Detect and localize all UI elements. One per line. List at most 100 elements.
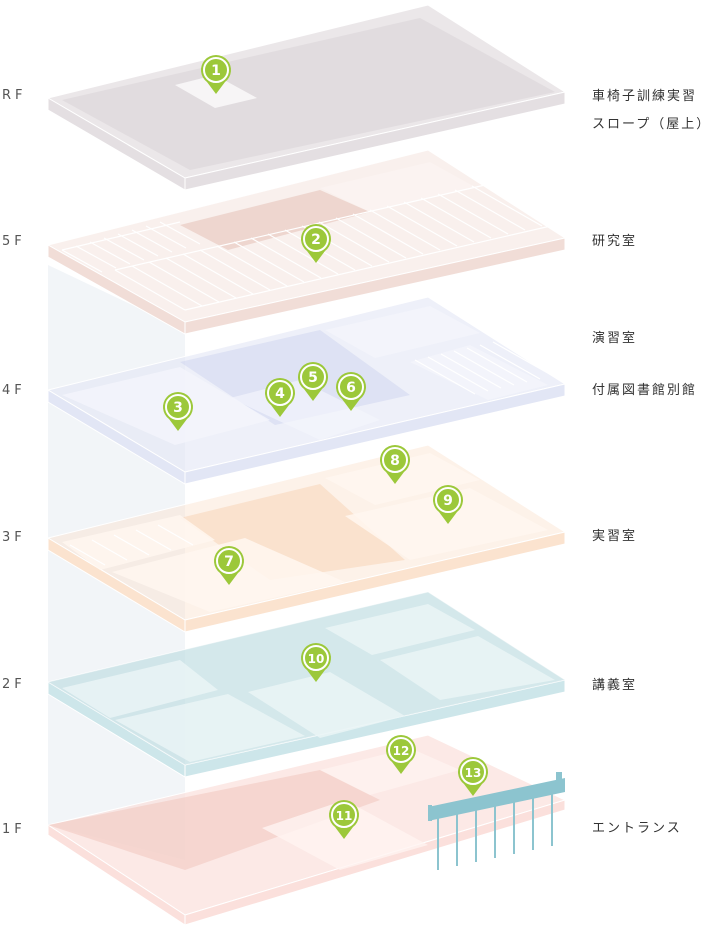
pin-ring — [338, 374, 364, 400]
room-divider — [89, 241, 131, 265]
location-pin-13[interactable]: 13 — [458, 757, 489, 796]
location-pin-2[interactable]: 2 — [301, 224, 332, 263]
pin-number: 12 — [393, 744, 410, 758]
room-divider — [420, 197, 492, 239]
pin-marker-icon — [214, 546, 244, 585]
location-pin-3[interactable]: 3 — [163, 392, 193, 431]
floor-rf-side-right — [184, 91, 566, 191]
room-label-wheelchair-training: 車椅子訓練実習 — [592, 89, 698, 104]
room-divider — [453, 350, 515, 386]
floor-2f-side-right — [184, 679, 566, 778]
pin-marker-icon — [163, 392, 193, 431]
pin-ring — [303, 645, 329, 671]
room-divider — [114, 269, 186, 311]
location-pin-4[interactable]: 4 — [265, 378, 295, 417]
floor-2f-room-5 — [380, 636, 555, 700]
floor-5f-core — [180, 190, 370, 250]
pin-number: 9 — [443, 493, 453, 509]
pin-marker-icon — [380, 445, 411, 484]
room-divider — [352, 213, 424, 255]
room-divider — [386, 205, 458, 247]
room-label-entrance: エントランス — [592, 821, 682, 836]
pin-ring — [382, 447, 408, 473]
pin-marker-icon — [386, 735, 417, 774]
floor-rf-roof — [62, 18, 555, 170]
pin-marker-icon — [201, 55, 231, 94]
room-divider — [135, 529, 172, 551]
room-divider — [61, 249, 103, 273]
location-pin-7[interactable]: 7 — [214, 546, 244, 585]
room-divider — [369, 209, 441, 251]
floor-2f-room-4 — [325, 604, 475, 655]
canopy-end-post — [556, 772, 562, 786]
room-divider — [184, 224, 556, 311]
pin-number: 11 — [336, 809, 353, 823]
floor-3f-side-right — [184, 531, 566, 633]
pin-number: 4 — [275, 386, 285, 402]
floor-5f-room-a — [320, 162, 475, 212]
room-divider — [466, 347, 528, 383]
pin-marker-icon — [329, 800, 360, 839]
floor-label-1f: 1F — [2, 822, 26, 837]
pin-ring — [435, 487, 461, 513]
room-divider — [103, 237, 145, 261]
pin-marker-icon — [298, 361, 329, 401]
pin-number: 2 — [311, 232, 321, 248]
pin-marker-icon — [458, 757, 489, 796]
pin-ring — [303, 226, 329, 252]
room-divider — [117, 233, 159, 257]
floor-2f-room-3 — [248, 672, 405, 738]
floor-5f-side-right — [184, 237, 566, 335]
floor-label-2f: 2F — [2, 677, 26, 692]
room-divider — [318, 221, 390, 263]
room-label-lecture-room: 講義室 — [592, 678, 638, 693]
floor-rf[interactable] — [46, 4, 567, 191]
floor-label-rf: RF — [2, 88, 27, 103]
location-pin-8[interactable]: 8 — [380, 445, 411, 484]
room-divider — [131, 229, 173, 253]
canopy-legs — [437, 794, 553, 870]
floor-4f-side-right — [184, 383, 566, 485]
pin-ring — [165, 394, 191, 420]
room-label-practice-room: 実習室 — [592, 529, 638, 544]
floor-4f-room-b — [410, 345, 548, 400]
room-divider — [114, 184, 486, 271]
pin-ring — [331, 802, 357, 828]
floor-3f-room-1 — [62, 515, 215, 570]
location-pin-12[interactable]: 12 — [386, 735, 417, 774]
room-divider — [250, 237, 322, 279]
room-divider — [157, 524, 194, 546]
location-pin-6[interactable]: 6 — [336, 372, 367, 411]
room-label-seminar: 演習室 — [592, 331, 638, 346]
pin-ring — [267, 380, 293, 406]
pin-number: 7 — [224, 554, 234, 570]
room-label-slope: スロープ（屋上） — [592, 117, 712, 132]
room-divider — [69, 544, 106, 566]
location-pin-1[interactable]: 1 — [201, 55, 231, 94]
room-divider — [454, 189, 526, 231]
location-pin-10[interactable]: 10 — [301, 643, 332, 682]
pin-ring — [216, 548, 242, 574]
pin-number: 6 — [346, 380, 356, 396]
pin-number: 5 — [308, 370, 318, 386]
floor-4f-stripes — [414, 341, 554, 395]
canopy-roof — [428, 778, 565, 821]
floor-2f-room-2 — [115, 694, 305, 762]
floor-3f-room-4 — [345, 488, 548, 560]
location-pin-9[interactable]: 9 — [433, 485, 464, 524]
floor-1f[interactable] — [46, 734, 567, 926]
location-pin-11[interactable]: 11 — [329, 800, 360, 839]
floor-2f[interactable] — [46, 591, 567, 778]
room-divider — [165, 257, 237, 299]
pin-number: 1 — [211, 63, 221, 79]
pin-number: 13 — [465, 766, 482, 780]
room-divider — [145, 225, 187, 249]
room-divider — [148, 261, 220, 303]
floor-3f-room-3 — [325, 453, 480, 505]
location-pin-5[interactable]: 5 — [298, 361, 329, 401]
pin-ring — [388, 737, 414, 763]
entrance-canopy — [428, 772, 565, 870]
room-divider — [403, 201, 475, 243]
